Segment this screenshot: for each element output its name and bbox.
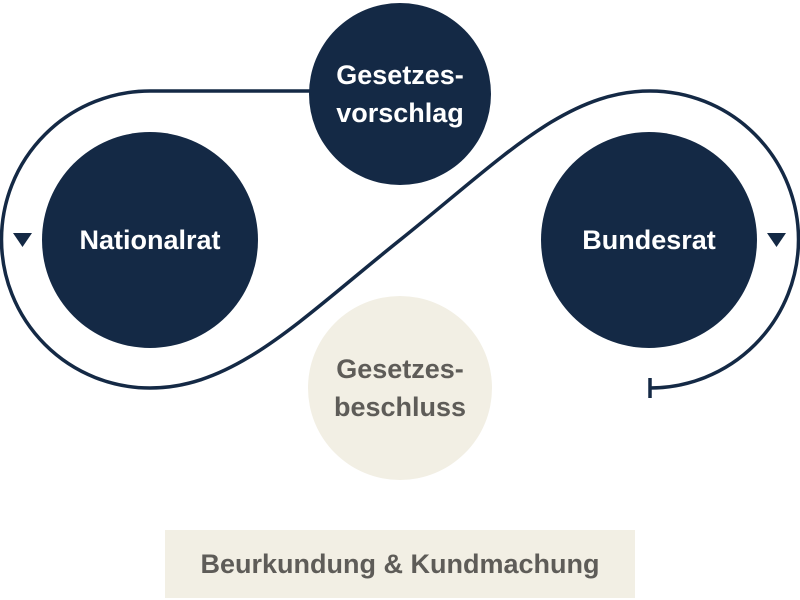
banner-label: Beurkundung & Kundmachung xyxy=(200,548,600,579)
node-label: Gesetzes- xyxy=(336,354,464,384)
node-label: Gesetzes- xyxy=(336,60,464,90)
node-gesetzesvorschlag: Gesetzes-vorschlag xyxy=(309,3,491,185)
flow-path xyxy=(0,89,800,390)
arrow-down-icon xyxy=(13,233,32,247)
node-gesetzesbeschluss: Gesetzes-beschluss xyxy=(308,296,492,480)
node-label: beschluss xyxy=(333,392,467,422)
node-bundesrat: Bundesrat xyxy=(541,132,757,348)
node-nationalrat: Nationalrat xyxy=(42,132,258,348)
node-label: Bundesrat xyxy=(582,225,716,255)
arrow-down-icon xyxy=(767,233,786,247)
node-label: vorschlag xyxy=(336,98,464,128)
node-label: Nationalrat xyxy=(79,225,221,255)
banner-beurkundung: Beurkundung & Kundmachung xyxy=(165,530,635,598)
